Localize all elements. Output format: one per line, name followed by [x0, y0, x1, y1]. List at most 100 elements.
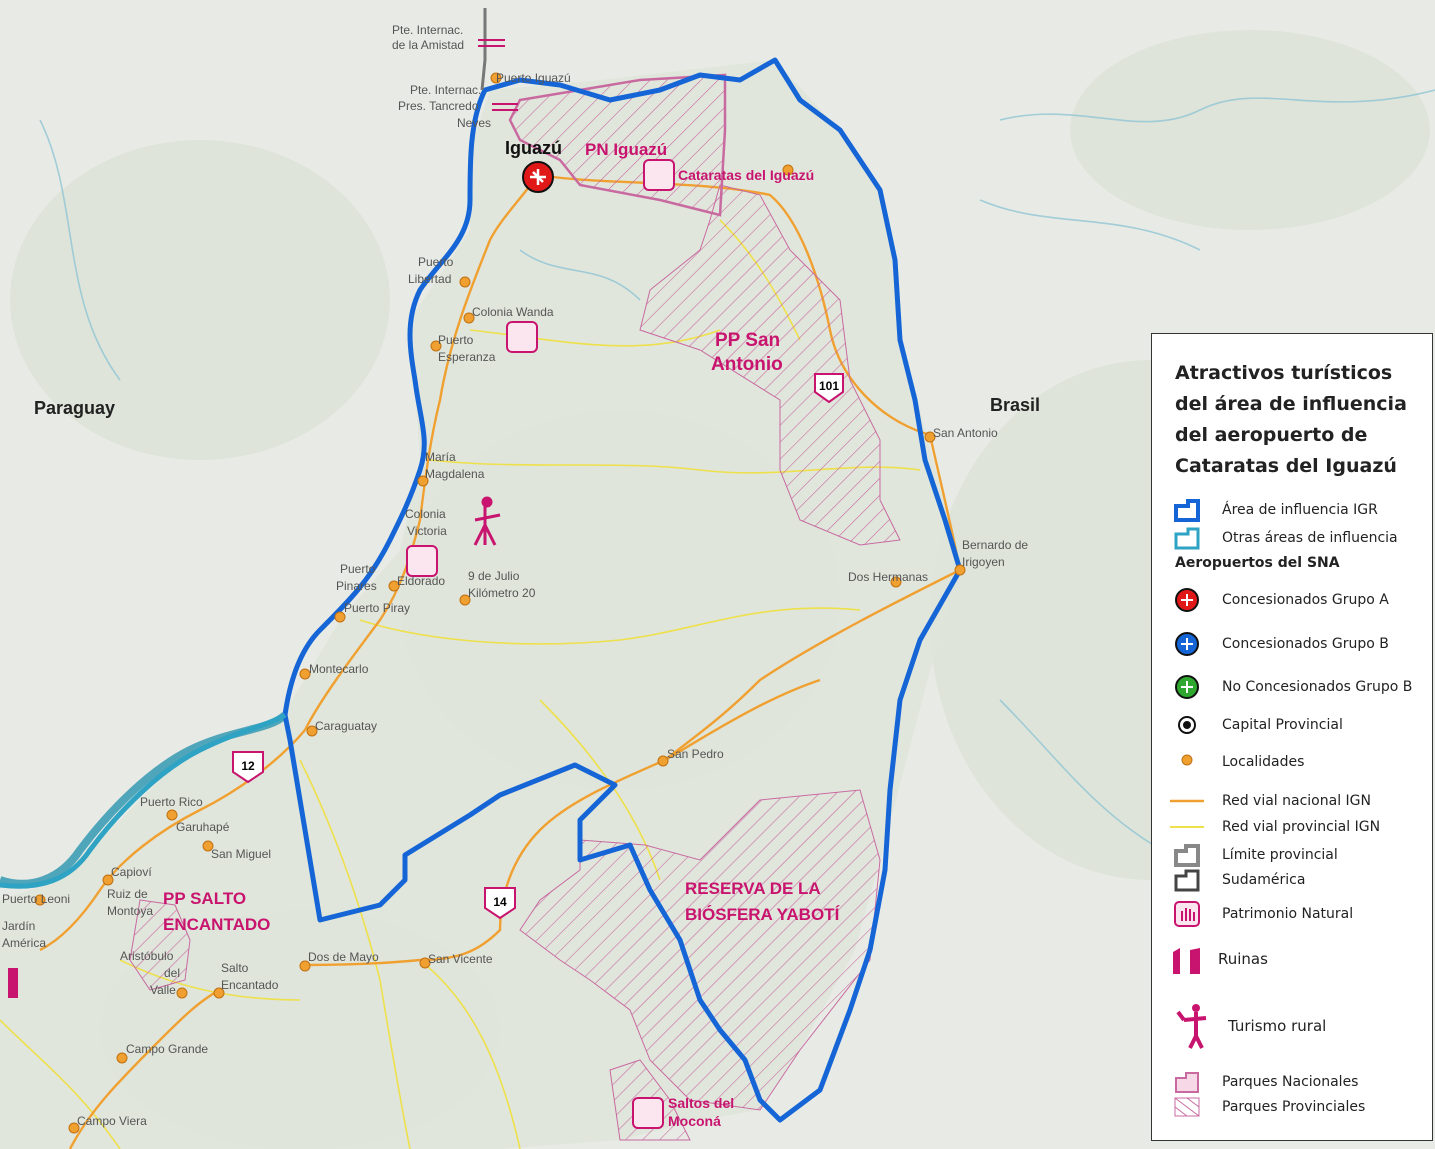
town-label: Aristóbulo — [120, 949, 174, 963]
route-shield — [232, 373, 844, 920]
route-14-label: 14 — [493, 895, 507, 909]
town-label: Encantado — [221, 978, 279, 992]
park-label-san-antonio-2: Antonio — [711, 354, 783, 375]
legend-item-provincial-parks: Parques Provinciales — [1170, 1094, 1432, 1120]
town-label: Colonia Wanda — [472, 305, 554, 319]
country-label-paraguay: Paraguay — [34, 398, 115, 418]
influence-area-igr — [282, 57, 963, 1123]
town-label: Campo Viera — [77, 1114, 147, 1128]
legend-label: Concesionados Grupo B — [1222, 636, 1389, 652]
bridge-icon — [478, 39, 518, 111]
town-label: Caraguatay — [315, 719, 377, 733]
town-label: Jardín — [2, 919, 35, 933]
influence-area-icon — [1170, 497, 1204, 523]
town-label: Libertad — [408, 272, 451, 286]
airport-blue-icon — [1170, 631, 1204, 657]
legend-title-line: Cataratas del Iguazú — [1175, 455, 1397, 477]
national-road-icon — [1170, 788, 1204, 814]
legend-item-ruins: Ruinas — [1170, 946, 1432, 974]
legend-label: No Concesionados Grupo B — [1222, 679, 1413, 695]
legend-label: Concesionados Grupo A — [1222, 592, 1389, 608]
park-label-yaboti-1: RESERVA DE LA — [685, 879, 821, 898]
route-101-label: 101 — [819, 379, 839, 393]
legend-item-national-road: Red vial nacional IGN — [1170, 788, 1432, 814]
town-label: Salto — [221, 961, 249, 975]
legend-label: Área de influencia IGR — [1222, 502, 1378, 518]
town-label: Puerto Leoni — [2, 892, 70, 906]
legend-title-line: del área de influencia — [1175, 393, 1407, 415]
town-label: Magdalena — [425, 467, 485, 481]
national-park-icon — [1170, 1069, 1204, 1095]
airport-group-a-icon — [522, 161, 554, 193]
legend-item-group-a: Concesionados Grupo A — [1170, 587, 1432, 613]
legend-item-capital: Capital Provincial — [1170, 712, 1432, 738]
town-label: Bernardo de — [962, 538, 1028, 552]
town-label: Montecarlo — [309, 662, 369, 676]
country-label-brasil: Brasil — [990, 395, 1040, 415]
park-label-yaboti-2: BIÓSFERA YABOTÍ — [685, 905, 841, 924]
legend-label: Patrimonio Natural — [1222, 906, 1354, 922]
legend-item-national-parks: Parques Nacionales — [1170, 1069, 1432, 1095]
legend-label: Parques Provinciales — [1222, 1099, 1366, 1115]
south-america-icon — [1170, 867, 1204, 893]
natural-heritage-icon — [406, 159, 675, 1129]
legend-label: Red vial nacional IGN — [1222, 793, 1371, 809]
town-label: Puerto — [418, 255, 454, 269]
town-label: San Pedro — [667, 747, 724, 761]
town-label: María — [425, 450, 456, 464]
legend-item-rural-tourism: Turismo rural — [1170, 1004, 1432, 1049]
town-label: Capioví — [111, 865, 152, 879]
town-labels: Puerto Iguazú Puerto Libertad Colonia Wa… — [2, 71, 1028, 1128]
legend-label: Turismo rural — [1228, 1017, 1327, 1035]
legend-label: Ruinas — [1218, 950, 1268, 968]
bridge-tancredo-label-2: Pres. Tancredo — [398, 99, 479, 113]
capital-icon — [1170, 712, 1204, 738]
rural-tourism-icon — [1170, 1004, 1220, 1049]
other-influence-icon — [1170, 525, 1204, 551]
ruins-icon — [8, 968, 18, 998]
legend-label: Sudamérica — [1222, 872, 1306, 888]
town-label: Eldorado — [397, 574, 445, 588]
airport-red-icon — [1170, 587, 1204, 613]
park-label-pn-iguazu: PN Iguazú — [585, 140, 667, 159]
town-label: Esperanza — [438, 350, 496, 364]
town-label: Montoya — [107, 904, 153, 918]
town-label: Kilómetro 20 — [468, 586, 536, 600]
legend-airports-header: Aeropuertos del SNA — [1175, 555, 1340, 571]
town-label: Campo Grande — [126, 1042, 208, 1056]
legend-item-influence-igr: Área de influencia IGR — [1170, 497, 1432, 523]
legend-title: Atractivos turísticos del área de influe… — [1175, 358, 1425, 482]
attraction-label-cataratas: Cataratas del Iguazú — [678, 167, 814, 183]
park-label-salto-encantado-2: ENCANTADO — [163, 915, 270, 934]
park-label-san-antonio-1: PP San — [715, 330, 780, 351]
town-markers — [34, 72, 966, 1134]
legend-item-no-group-b: No Concesionados Grupo B — [1170, 674, 1432, 700]
town-label: Dos Hermanas — [848, 570, 928, 584]
legend-label: Localidades — [1222, 754, 1305, 770]
provincial-limit-icon — [1170, 842, 1204, 868]
legend-label: Red vial provincial IGN — [1222, 819, 1381, 835]
town-label: Puerto Rico — [140, 795, 203, 809]
provincial-road-icon — [1170, 814, 1204, 840]
town-dot-icon — [1170, 749, 1204, 775]
attraction-label-mocona-1: Saltos del — [668, 1095, 734, 1111]
legend-item-provincial-road: Red vial provincial IGN — [1170, 814, 1432, 840]
legend-label: Otras áreas de influencia — [1222, 530, 1398, 546]
town-label: Pinares — [336, 579, 377, 593]
town-label: Puerto — [340, 562, 376, 576]
natural-heritage-icon — [1170, 901, 1204, 927]
legend-item-provincial-limit: Límite provincial — [1170, 842, 1432, 868]
legend-label: Capital Provincial — [1222, 717, 1343, 733]
town-label: del — [164, 966, 180, 980]
attraction-label-mocona-2: Moconá — [668, 1113, 721, 1129]
town-label: Valle — [150, 983, 176, 997]
town-label: Colonia — [405, 507, 446, 521]
town-label: América — [2, 936, 46, 950]
town-label: Puerto Iguazú — [496, 71, 571, 85]
legend-item-group-b: Concesionados Grupo B — [1170, 631, 1432, 657]
legend-label: Parques Nacionales — [1222, 1074, 1359, 1090]
town-label: Ruiz de — [107, 887, 148, 901]
national-roads — [39, 173, 962, 1149]
